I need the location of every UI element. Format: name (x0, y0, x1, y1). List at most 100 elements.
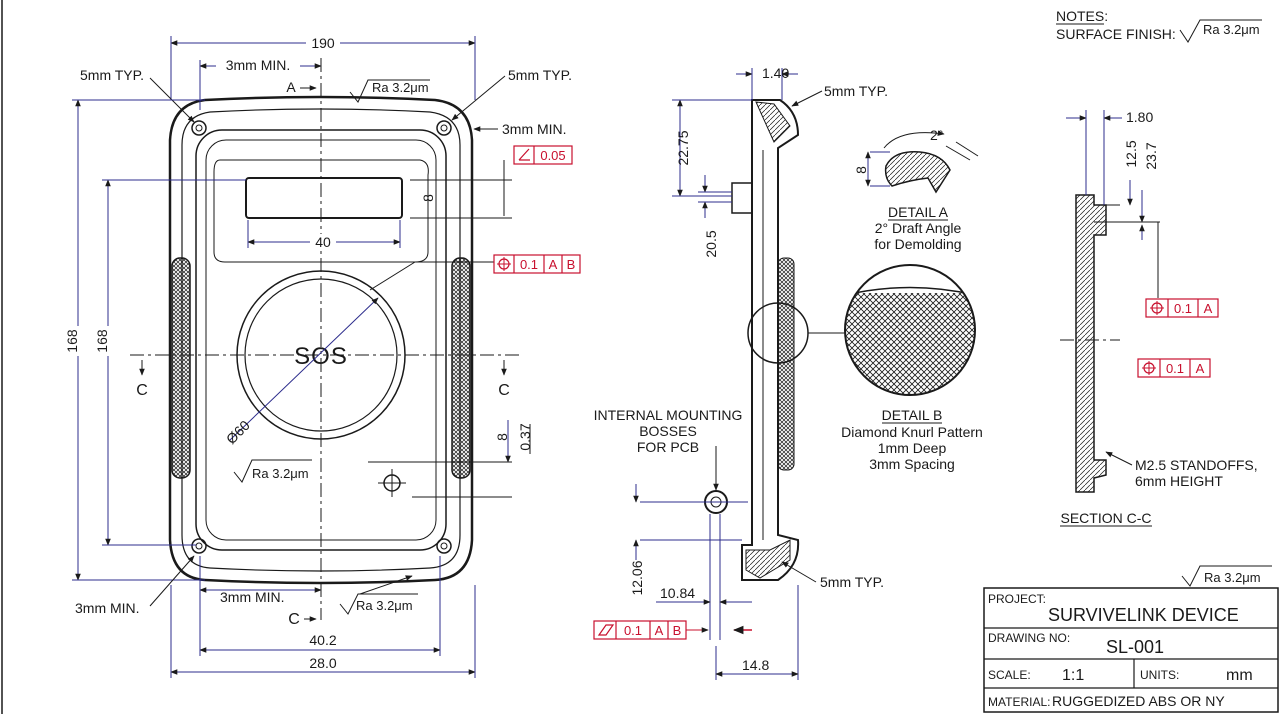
dim-bottom-width: 28.0 (309, 655, 336, 671)
boss-label-line2: BOSSES (639, 423, 697, 439)
min-top-left: 3mm MIN. (226, 57, 291, 73)
angularity-value: 0.05 (540, 148, 565, 163)
section-a-label: A (286, 79, 296, 95)
section-position-icon-1 (1150, 301, 1164, 315)
top-thickness: 1.40 (762, 65, 789, 81)
right-grip-panel (451, 257, 471, 479)
detail-b-line3: 3mm Spacing (869, 456, 955, 472)
drawing-no-value: SL-001 (1106, 637, 1164, 657)
boss-label-line3: FOR PCB (637, 439, 699, 455)
screw-bottom-right-icon (436, 538, 452, 554)
small-dim-037: 0.37 (517, 423, 533, 450)
position-frame (493, 254, 581, 274)
project-value: SURVIVELINK DEVICE (1048, 605, 1239, 625)
dim-180: 1.80 (1126, 109, 1153, 125)
display-height: 8 (420, 194, 436, 202)
side-top-typ: 5mm TYP. (824, 83, 888, 99)
side-bottom-typ: 5mm TYP. (820, 574, 884, 590)
section-c-right: C (498, 382, 510, 399)
datum-b: B (567, 257, 576, 272)
device-outer-body (168, 95, 474, 585)
finish-top-icon (349, 79, 430, 103)
position-icon (497, 257, 511, 271)
units-value: mm (1226, 667, 1253, 684)
finish-symbol-icon (1179, 19, 1262, 43)
material-value: RUGGEDIZED ABS OR NY (1052, 693, 1225, 709)
standoff-line1: M2.5 STANDOFFS, (1135, 457, 1258, 473)
small-dim-8: 8 (494, 433, 510, 441)
dim-1206: 12.06 (629, 560, 645, 595)
flatness-icon (597, 624, 615, 636)
notes-block: NOTES: SURFACE FINISH: Ra 3.2μm (1056, 8, 1262, 43)
screw-top-right-icon (436, 120, 452, 136)
flatness-value: 0.1 (624, 623, 642, 638)
detail-a-line1: 2° Draft Angle (875, 220, 962, 236)
section-position-frame-1 (1145, 298, 1219, 318)
section-profile (1075, 194, 1107, 493)
min-top-right: 3mm MIN. (502, 121, 567, 137)
section-position-value-1: 0.1 (1174, 301, 1192, 316)
title-finish-icon (1181, 565, 1272, 587)
material-label: MATERIAL: (988, 695, 1050, 709)
depth: 14.8 (742, 657, 769, 673)
finish-top: Ra 3.2μm (372, 80, 429, 95)
side-datum-b: B (673, 623, 682, 638)
min-bottom-center: 3mm MIN. (220, 589, 285, 605)
section-position-value-2: 0.1 (1166, 361, 1184, 376)
surface-finish-label: SURFACE FINISH: (1056, 26, 1176, 42)
detail-a-profile (884, 151, 951, 194)
detail-b-line2: 1mm Deep (878, 440, 947, 456)
dim-overall-width: 190 (311, 35, 335, 51)
typ-top-right: 5mm TYP. (508, 67, 572, 83)
min-bottom-left: 3mm MIN. (75, 600, 140, 616)
height-2275: 22.75 (675, 130, 691, 165)
section-position-frame-2 (1137, 358, 1211, 378)
screw-bottom-left-icon (191, 538, 207, 554)
detail-b-magnified (844, 264, 976, 396)
dim-1084: 10.84 (660, 585, 695, 601)
sos-diameter: Ø60 (223, 417, 253, 447)
title-finish: Ra 3.2μm (1204, 570, 1261, 585)
datum-a: A (549, 257, 558, 272)
notes-title: NOTES: (1056, 8, 1108, 24)
project-label: PROJECT: (988, 592, 1046, 606)
finish-bottom: Ra 3.2μm (356, 598, 413, 613)
finish-mid: Ra 3.2μm (252, 466, 309, 481)
side-profile (741, 99, 800, 581)
scale-value: 1:1 (1062, 667, 1084, 684)
standoff-line2: 6mm HEIGHT (1135, 473, 1223, 489)
boss-label-line1: INTERNAL MOUNTING (594, 407, 743, 423)
detail-a-line2: for Demolding (874, 236, 961, 252)
side-view: 1.40 5mm TYP. 22.75 20.5 INTERNAL MOUNTI… (593, 65, 888, 680)
display-width: 40 (315, 234, 331, 250)
boss-dim: 20.5 (703, 230, 719, 257)
dim-inner-height: 168 (94, 329, 110, 353)
device-bezel (195, 129, 447, 551)
section-title: SECTION C-C (1061, 510, 1152, 526)
display-window (245, 177, 403, 219)
finish-mid-icon (233, 459, 312, 483)
angularity-icon (518, 148, 530, 161)
scale-label: SCALE: (988, 668, 1031, 682)
detail-b-title: DETAIL B (882, 407, 943, 423)
dim-overall-height: 168 (64, 329, 80, 353)
detail-a-angle: 2° (930, 127, 943, 143)
section-position-icon-2 (1142, 361, 1156, 375)
surface-finish-value: Ra 3.2μm (1203, 22, 1260, 37)
dim-inner-width: 40.2 (309, 632, 336, 648)
screw-top-left-icon (191, 120, 207, 136)
drawing-no-label: DRAWING NO: (988, 631, 1070, 645)
section-c-bottom: C (288, 611, 300, 628)
side-boss-top (731, 182, 753, 214)
detail-a-dim: 8 (853, 166, 869, 174)
dim-125: 12.5 (1123, 140, 1139, 167)
detail-b: DETAIL B Diamond Knurl Pattern 1mm Deep … (841, 264, 983, 472)
side-datum-a: A (655, 623, 664, 638)
title-block: Ra 3.2μm PROJECT: SURVIVELINK DEVICE DRA… (983, 565, 1279, 713)
detail-a: 2° 8 DETAIL A 2° Draft Angle for Demoldi… (853, 127, 979, 252)
left-grip-panel (171, 257, 191, 479)
dim-237: 23.7 (1143, 142, 1159, 169)
front-view: SOS 190 3mm MIN. A Ra 3.2μm 5mm TYP. 5mm (64, 34, 581, 678)
section-c-left: C (136, 382, 148, 399)
